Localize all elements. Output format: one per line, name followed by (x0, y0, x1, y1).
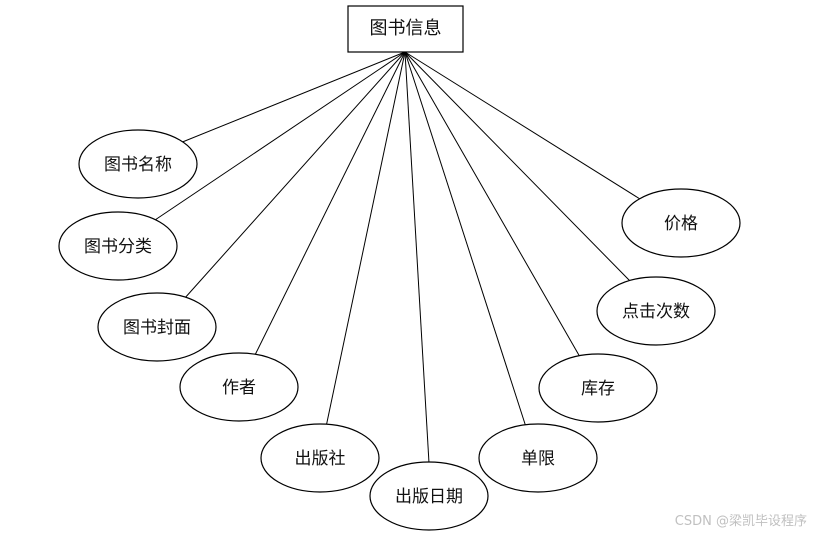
attribute-ellipse (478, 423, 598, 493)
attribute-book-name: 图书名称 (78, 129, 198, 199)
entity-node: 图书信息 (347, 5, 464, 53)
edge-author (253, 51, 406, 358)
attribute-ellipse (596, 276, 716, 346)
attribute-book-cover: 图书封面 (97, 292, 217, 362)
attribute-ellipse (538, 353, 658, 423)
edge-book-cover (183, 51, 406, 300)
attribute-author: 作者 (179, 352, 299, 422)
attribute-label: 图书封面 (123, 318, 191, 338)
attribute-label: 图书名称 (104, 155, 172, 175)
attribute-label: 库存 (581, 379, 615, 399)
attribute-click-count: 点击次数 (596, 276, 716, 346)
watermark: CSDN @梁凯毕设程序 (674, 514, 807, 529)
edge-limit (404, 51, 527, 428)
edge-publisher (325, 51, 406, 428)
attribute-label: 出版日期 (395, 487, 463, 507)
attribute-label: 作者 (222, 378, 256, 398)
edge-book-name (174, 51, 406, 146)
attribute-label: 单限 (521, 449, 555, 469)
attribute-price: 价格 (621, 188, 741, 258)
entity-box (347, 5, 464, 53)
edge-publish-date (404, 51, 430, 464)
attribute-limit: 单限 (478, 423, 598, 493)
edge-book-category (151, 51, 406, 223)
attribute-ellipse (260, 423, 380, 493)
attribute-label: 出版社 (295, 449, 346, 469)
attribute-ellipse (369, 461, 489, 531)
attribute-label: 点击次数 (622, 302, 690, 322)
edge-click-count (404, 51, 631, 282)
attribute-ellipse (58, 211, 178, 281)
edge-stock (404, 51, 581, 358)
attribute-label: 价格 (664, 214, 698, 234)
edge-price (404, 51, 641, 200)
attribute-ellipse (97, 292, 217, 362)
attribute-ellipse (621, 188, 741, 258)
entity-label: 图书信息 (370, 18, 442, 39)
attribute-label: 图书分类 (84, 237, 152, 257)
attribute-stock: 库存 (538, 353, 658, 423)
edges (151, 51, 641, 464)
attribute-book-category: 图书分类 (58, 211, 178, 281)
attribute-publish-date: 出版日期 (369, 461, 489, 531)
attribute-ellipse (78, 129, 198, 199)
attribute-publisher: 出版社 (260, 423, 380, 493)
attribute-ellipse (179, 352, 299, 422)
